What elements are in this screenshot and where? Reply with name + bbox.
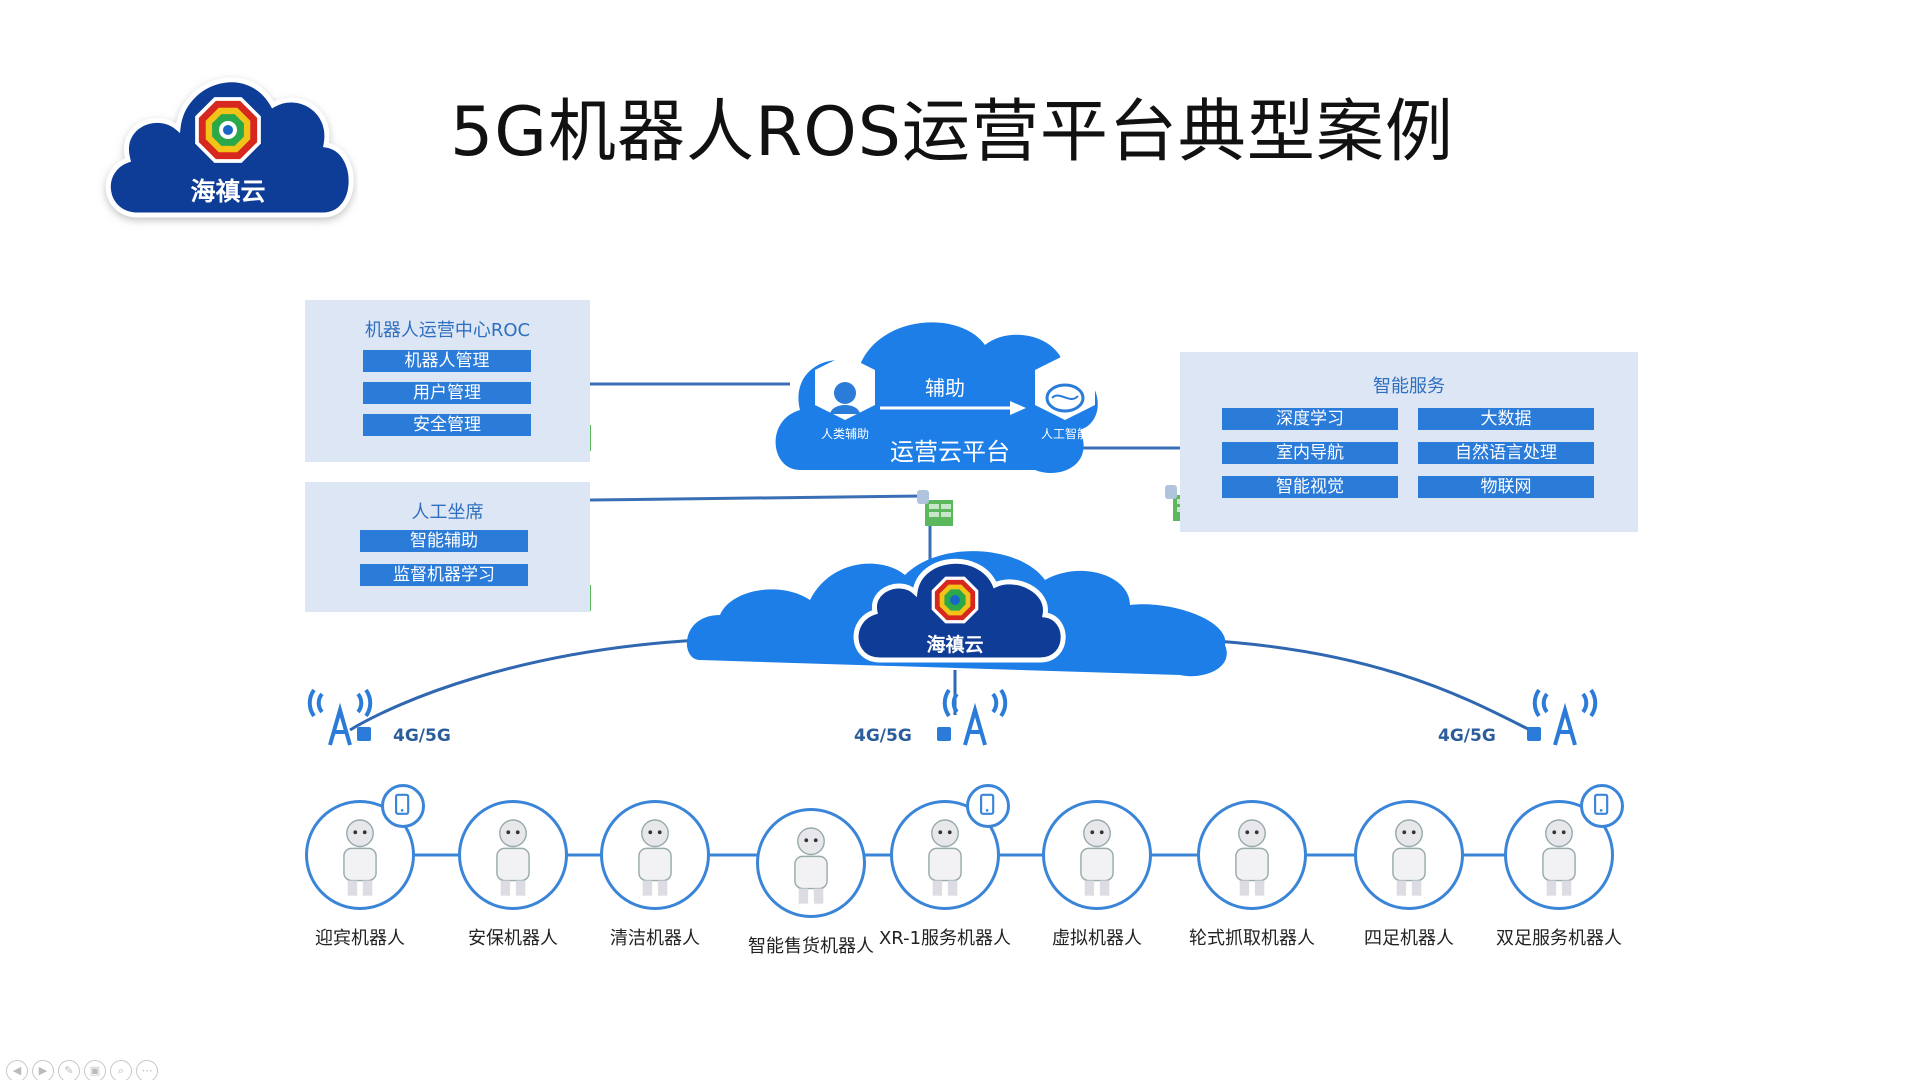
robot-icon: [1080, 819, 1114, 896]
smart-services-panel: 智能服务 深度学习 室内导航 智能视觉 大数据 自然语言处理 物联网: [1180, 352, 1638, 532]
tower-center-label: 4G/5G: [854, 726, 912, 746]
phone-badge-icon: [966, 784, 1010, 828]
slides-icon[interactable]: ▣: [84, 1060, 106, 1080]
pen-icon[interactable]: ✎: [58, 1060, 80, 1080]
robot-node: 清洁机器人: [600, 800, 710, 949]
robot-label: 清洁机器人: [610, 928, 700, 949]
robot-label: 安保机器人: [468, 928, 558, 949]
robot-label: 智能售货机器人: [748, 936, 874, 957]
robot-image: [1042, 800, 1152, 910]
main-cloud-label: 海禛云: [926, 634, 984, 656]
robot-icon: [1235, 819, 1269, 896]
robot-label: 轮式抓取机器人: [1189, 928, 1315, 949]
robot-node: 智能售货机器人: [748, 808, 874, 957]
robot-node: 迎宾机器人: [305, 784, 425, 949]
slideshow-toolbar: ◀ ▶ ✎ ▣ ⌕ ⋯: [6, 1060, 158, 1080]
agent-item-smart-assist: 智能辅助: [360, 530, 528, 552]
agent-item-supervised-learning: 监督机器学习: [360, 564, 528, 586]
logo-text: 海禛云: [190, 177, 266, 206]
page-title: 5G机器人ROS运营平台典型案例: [450, 93, 1454, 172]
phone-badge-icon: [1580, 784, 1624, 828]
service-big-data: 大数据: [1418, 408, 1594, 430]
ai-label: 人工智能: [1040, 427, 1089, 441]
service-deep-learning: 深度学习: [1222, 408, 1398, 430]
service-iot: 物联网: [1418, 476, 1594, 498]
roc-panel-title: 机器人运营中心ROC: [364, 320, 531, 341]
roc-item-security-management: 安全管理: [363, 414, 531, 436]
smart-services-title: 智能服务: [1373, 376, 1445, 397]
robot-label: 虚拟机器人: [1052, 928, 1142, 949]
robot-image: [600, 800, 710, 910]
robot-node: 双足服务机器人: [1496, 784, 1624, 949]
robot-node: 安保机器人: [458, 800, 568, 949]
robot-image: [1354, 800, 1464, 910]
agent-panel: 人工坐席 智能辅助 监督机器学习: [305, 482, 590, 612]
robot-node: 轮式抓取机器人: [1189, 800, 1315, 949]
roc-item-robot-management: 机器人管理: [363, 350, 531, 372]
more-icon[interactable]: ⋯: [136, 1060, 158, 1080]
robot-icon: [343, 819, 377, 896]
robot-label: 四足机器人: [1364, 928, 1454, 949]
robot-node: XR-1服务机器人: [879, 784, 1011, 949]
assist-label: 辅助: [925, 376, 965, 400]
robot-image: [756, 808, 866, 918]
robot-label: 迎宾机器人: [315, 928, 405, 949]
platform-label: 运营云平台: [890, 438, 1010, 466]
brand-logo: 海禛云: [98, 50, 358, 230]
robot-node: 四足机器人: [1354, 800, 1464, 949]
robot-image: [458, 800, 568, 910]
service-nlp: 自然语言处理: [1418, 442, 1594, 464]
roc-panel: 机器人运营中心ROC 机器人管理 用户管理 安全管理: [305, 300, 590, 462]
robot-node: 虚拟机器人: [1042, 800, 1152, 949]
roc-item-user-management: 用户管理: [363, 382, 531, 404]
robot-icon: [1392, 819, 1426, 896]
phone-badge-icon: [381, 784, 425, 828]
forward-icon[interactable]: ▶: [32, 1060, 54, 1080]
agent-panel-title: 人工坐席: [411, 502, 484, 523]
service-indoor-navigation: 室内导航: [1222, 442, 1398, 464]
zoom-icon[interactable]: ⌕: [110, 1060, 132, 1080]
robot-label: XR-1服务机器人: [878, 928, 1012, 949]
robot-image: [1197, 800, 1307, 910]
tower-right-label: 4G/5G: [1438, 726, 1496, 746]
robot-icon: [928, 819, 962, 896]
human-assist-label: 人类辅助: [820, 427, 869, 441]
service-smart-vision: 智能视觉: [1222, 476, 1398, 498]
tower-left-label: 4G/5G: [393, 726, 451, 746]
robot-label: 双足服务机器人: [1496, 928, 1622, 949]
robot-icon: [794, 827, 828, 904]
robot-icon: [638, 819, 672, 896]
robot-icon: [1542, 819, 1576, 896]
robot-icon: [496, 819, 530, 896]
back-icon[interactable]: ◀: [6, 1060, 28, 1080]
